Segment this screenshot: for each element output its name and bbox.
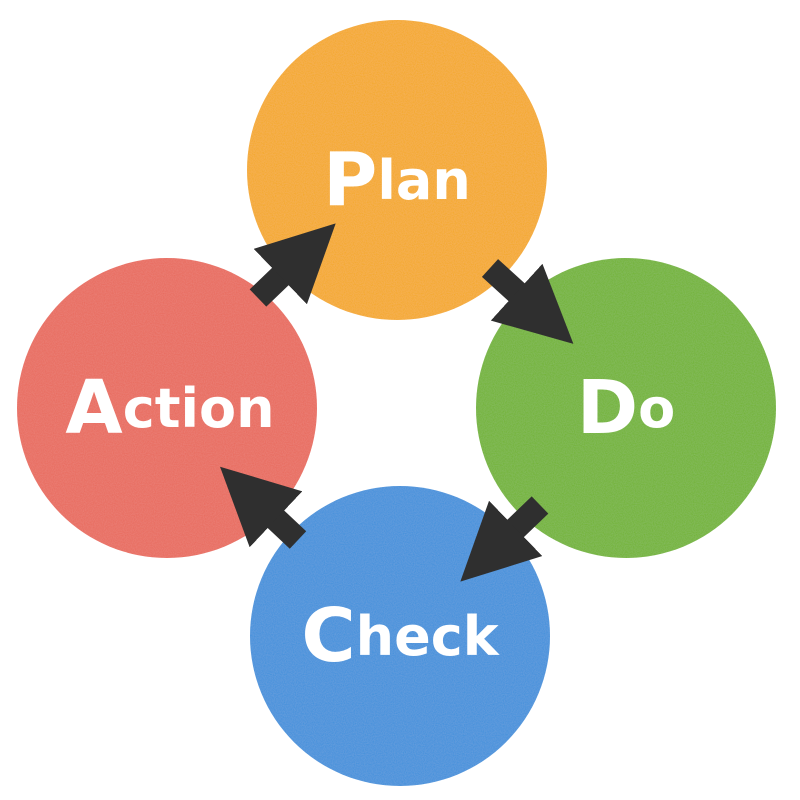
check-label-rest: heck [356, 605, 500, 668]
action-label-initial: A [65, 365, 122, 451]
arrow-do-to-check [460, 496, 549, 582]
arrow-action-to-plan [249, 223, 336, 307]
check-label-initial: C [301, 593, 355, 679]
plan-label: Plan [323, 137, 471, 223]
do-label: Do [577, 365, 676, 451]
do-label-rest: o [638, 377, 675, 440]
arrow-check-to-action [220, 466, 307, 549]
action-label: Action [65, 365, 274, 451]
action-label-rest: ction [123, 377, 275, 440]
arrow-plan-to-do [481, 259, 574, 344]
do-label-initial: D [577, 365, 638, 451]
check-label: Check [301, 593, 499, 679]
cycle-arrows [220, 223, 574, 582]
plan-label-initial: P [323, 137, 377, 223]
plan-label-rest: lan [377, 149, 470, 212]
